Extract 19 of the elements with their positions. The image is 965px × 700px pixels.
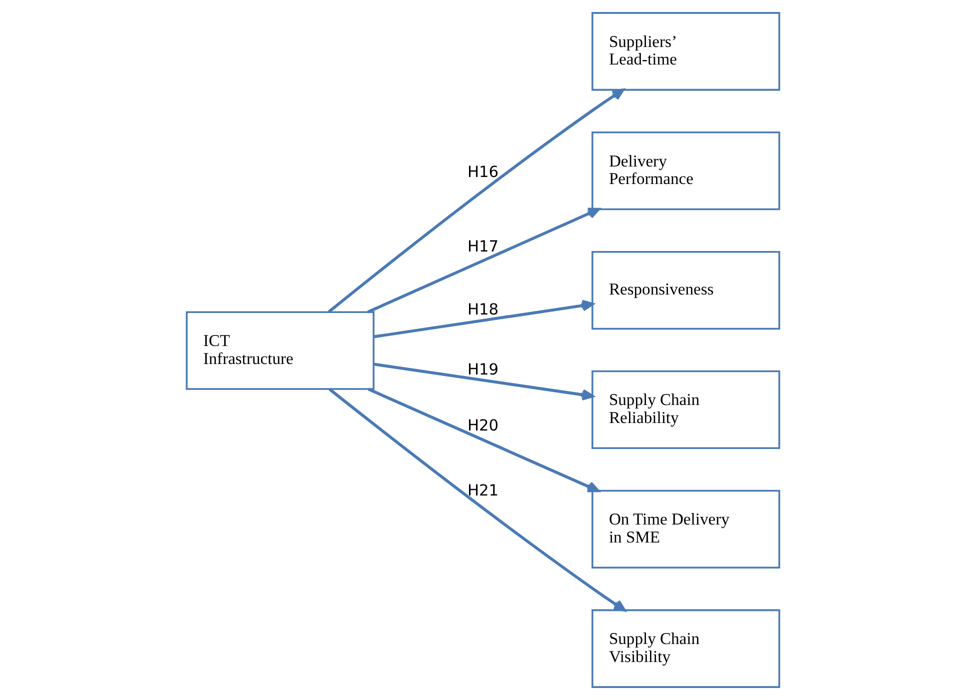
node-box: ICT Infrastructure <box>185 311 374 390</box>
edge-label: H17 <box>466 238 498 256</box>
edge-label: H16 <box>466 163 498 182</box>
arrow <box>328 388 626 612</box>
node-box: Supply Chain Visibility <box>591 609 780 688</box>
edge-label: H18 <box>466 300 498 318</box>
edge-label: H21 <box>466 481 498 500</box>
arrow <box>373 362 594 400</box>
node-box: Supply Chain Reliability <box>591 370 780 450</box>
node-box: Delivery Performance <box>591 132 780 210</box>
edge-label: H19 <box>466 360 498 379</box>
edge-label: H20 <box>466 416 498 434</box>
node-box: Responsiveness <box>591 250 780 330</box>
node-box: On Time Delivery in SME <box>591 490 780 568</box>
arrow <box>373 300 594 338</box>
arrow <box>327 88 624 313</box>
arrow <box>367 388 599 492</box>
node-box: Suppliers’ Lead-time <box>591 12 780 91</box>
arrow <box>366 208 600 314</box>
